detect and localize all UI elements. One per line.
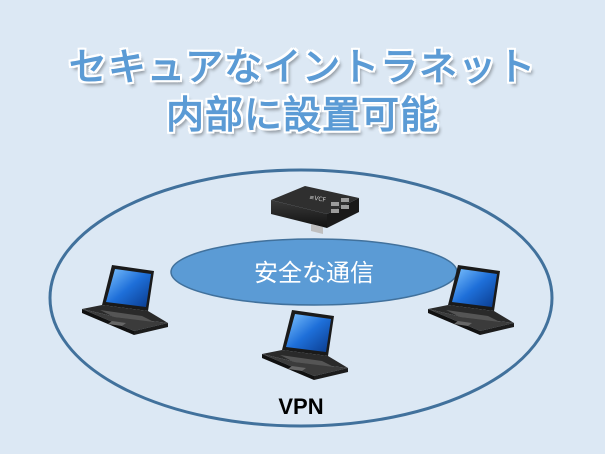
- title-line-1: セキュアなイントラネット: [68, 45, 537, 89]
- laptop-bottom-icon: [262, 310, 348, 380]
- vpn-ring: [48, 168, 554, 428]
- title-line-2: 内部に設置可能: [165, 93, 439, 137]
- vpn-label: VPN: [278, 394, 323, 419]
- laptop-left-icon: [82, 265, 168, 335]
- svg-text:≡VCF: ≡VCF: [309, 194, 327, 204]
- center-label: 安全な通信: [254, 259, 374, 287]
- vpn-router-icon: ≡VCF: [271, 186, 359, 234]
